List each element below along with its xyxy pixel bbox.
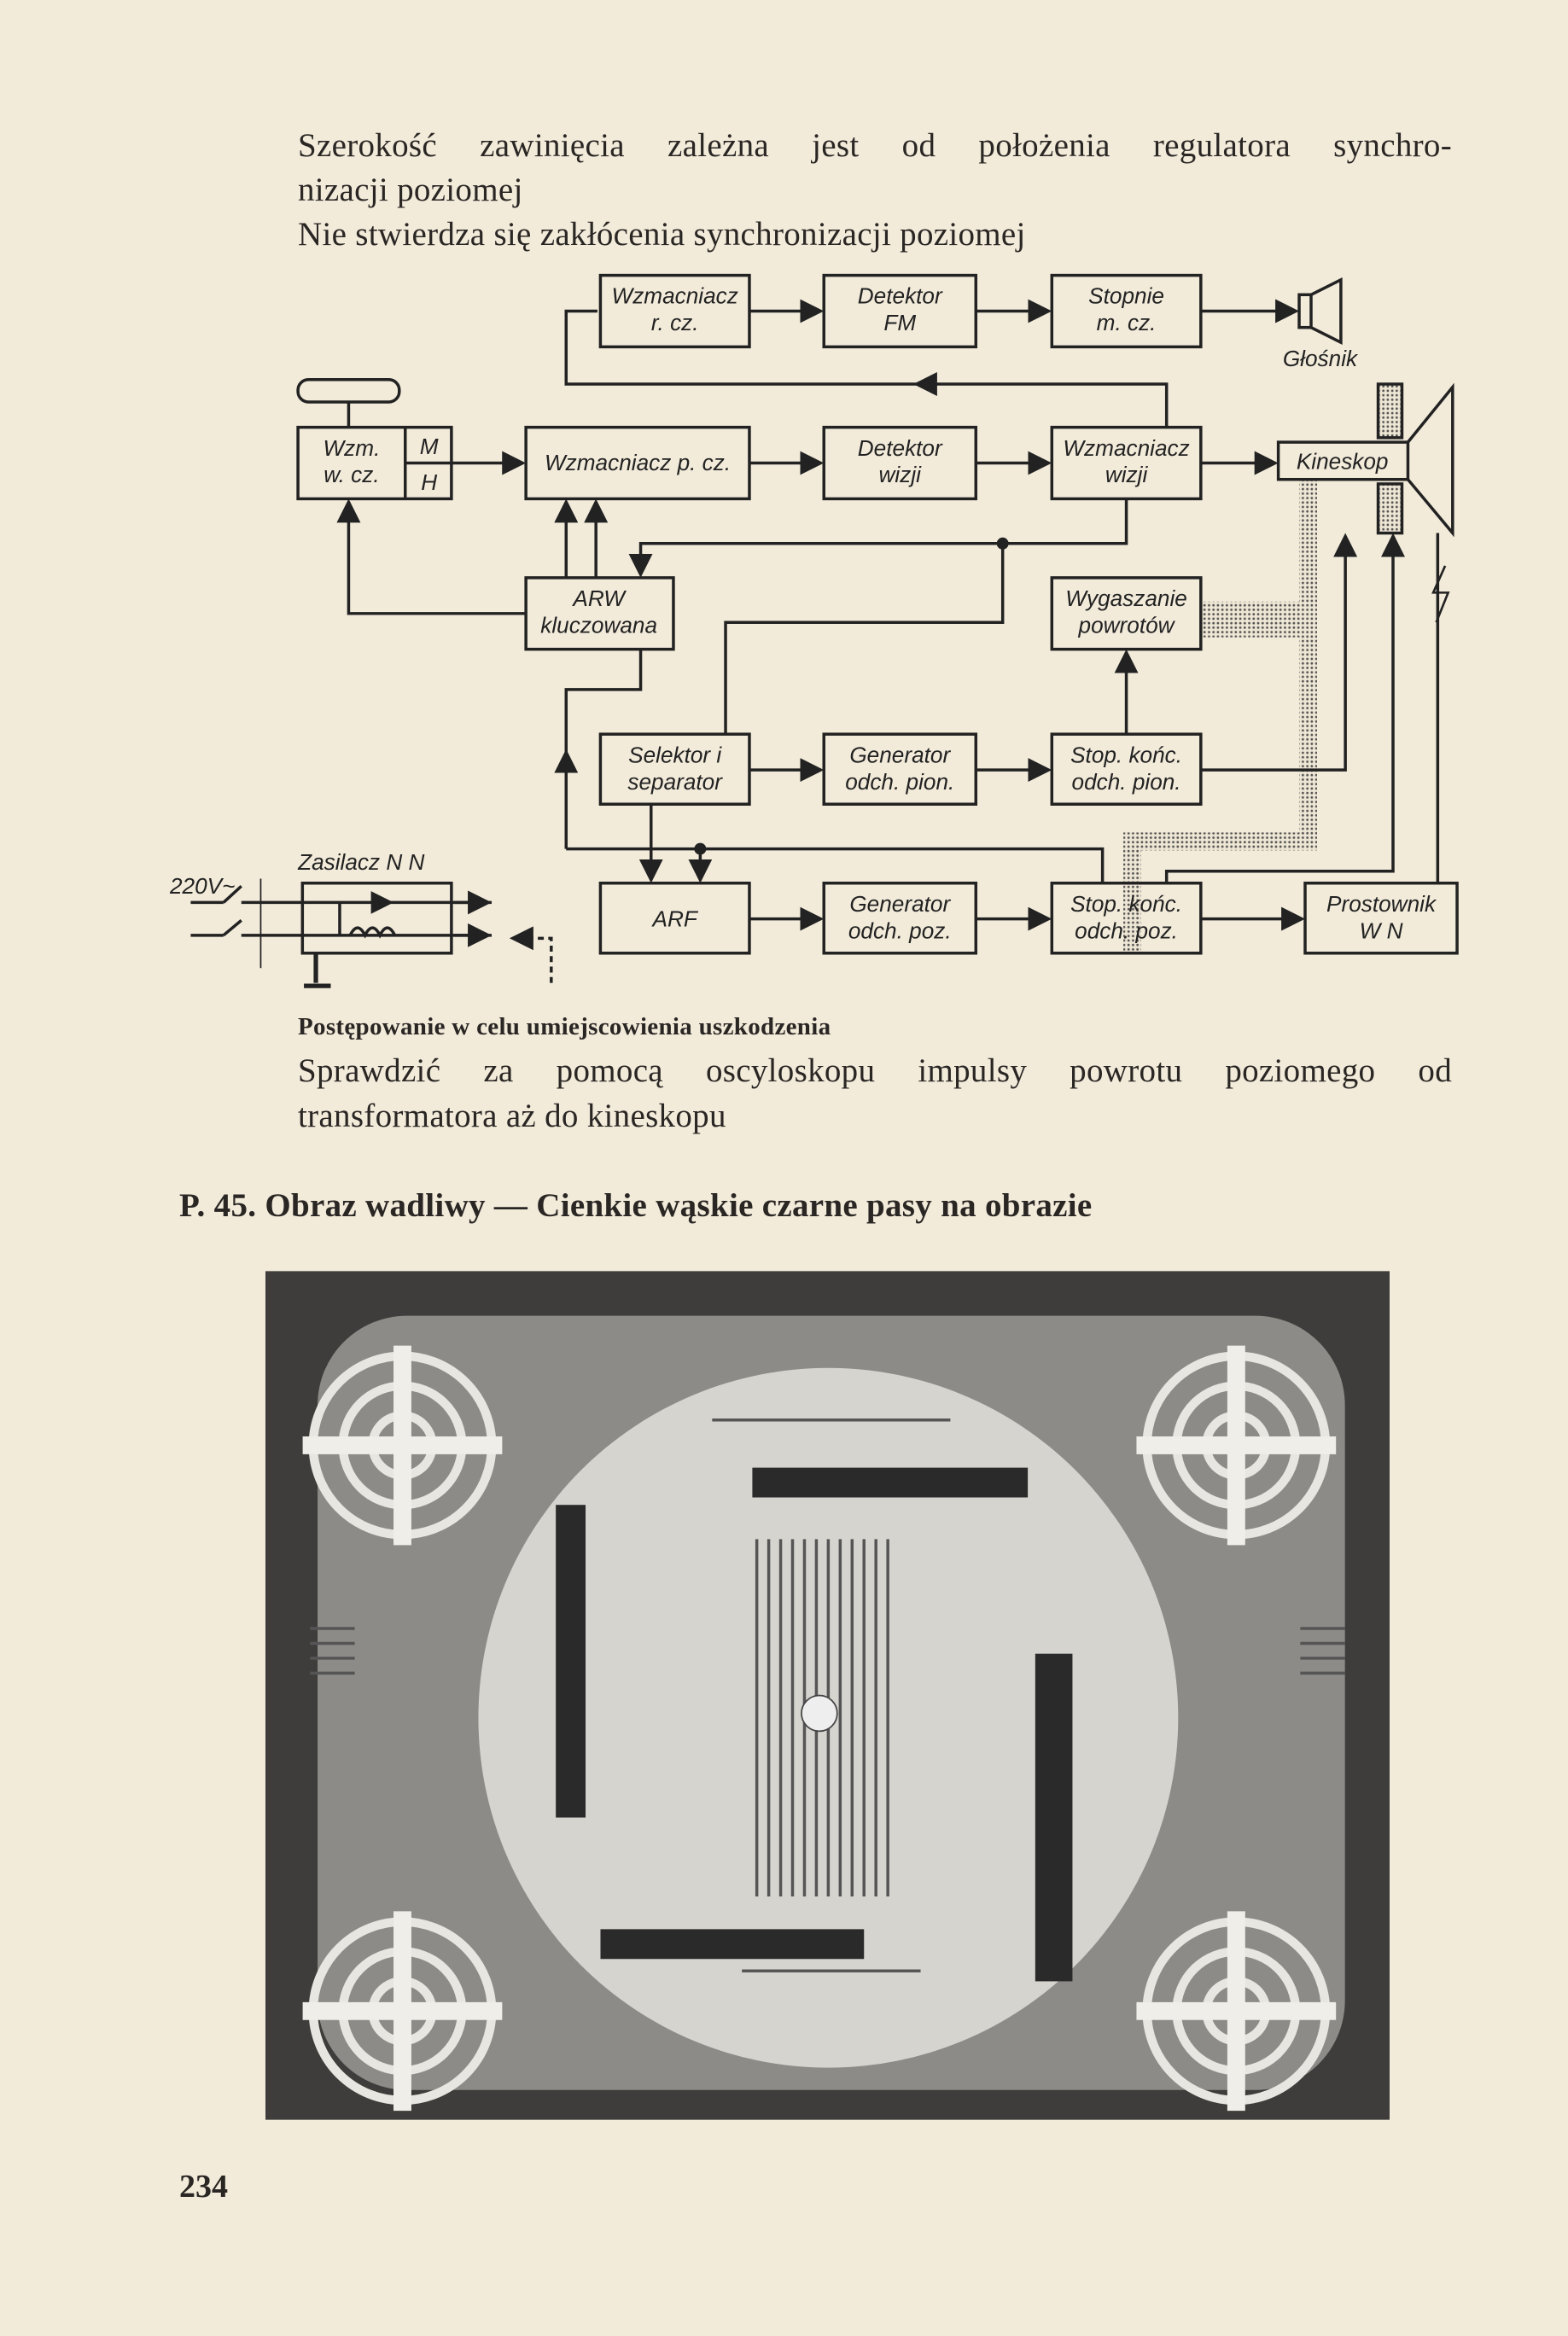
label-wzm-pcz: Wzmacniacz p. cz. [545, 450, 731, 475]
label-stopnie-2: m. cz. [1097, 310, 1157, 335]
label-wzm-wcz-2: w. cz. [324, 462, 379, 487]
label-kineskop: Kineskop [1297, 449, 1389, 475]
tv-block-diagram: Wzmacniacz r. cz. Detektor FM Stopnie m.… [169, 273, 1459, 988]
label-h: H [421, 469, 437, 495]
label-wzm-wizji-1: Wzmacniacz [1063, 435, 1189, 461]
label-wygaszanie-2: powrotów [1078, 613, 1176, 638]
label-220v: 220V~ [169, 873, 235, 899]
procedure-line-1: Sprawdzić za pomocą oscyloskopu impulsy … [298, 1052, 1452, 1089]
test-card-photo [265, 1271, 1390, 2120]
label-wygaszanie-1: Wygaszanie [1065, 585, 1187, 611]
label-gen-pion-1: Generator [849, 742, 951, 767]
intro-line-2: nizacji poziomej [298, 172, 523, 208]
label-det-wizji-2: wizji [879, 462, 923, 487]
label-stop-poz-1: Stop. końc. [1070, 891, 1182, 917]
intro-line-3: Nie stwierdza się zakłócenia synchroniza… [298, 216, 1026, 253]
label-wzm-wcz-1: Wzm. [323, 435, 380, 461]
label-stopnie-1: Stopnie [1088, 283, 1164, 309]
label-m: M [420, 434, 439, 459]
label-glosnik: Głośnik [1283, 346, 1359, 371]
label-wzm-wizji-2: wizji [1105, 462, 1149, 487]
label-prostownik-1: Prostownik [1326, 891, 1437, 917]
label-stop-pion-2: odch. pion. [1072, 769, 1181, 795]
label-gen-poz-2: odch. poz. [848, 918, 952, 943]
section-title: P. 45. Obraz wadliwy — Cienkie wąskie cz… [179, 1187, 1093, 1224]
label-arw-2: kluczowana [540, 613, 657, 638]
label-prostownik-2: W N [1360, 918, 1403, 943]
label-wzm-rcz-2: r. cz. [651, 310, 699, 335]
procedure-heading: Postępowanie w celu umiejscowienia uszko… [298, 1013, 831, 1040]
label-arf: ARF [651, 906, 699, 931]
label-stop-pion-1: Stop. końc. [1070, 742, 1182, 767]
label-arw-1: ARW [571, 585, 627, 611]
intro-line-1: Szerokość zawinięcia zależna jest od poł… [298, 127, 1452, 164]
label-det-wizji-1: Detektor [858, 435, 943, 461]
label-zasilacz: Zasilacz N N [297, 849, 424, 875]
label-selektor-1: Selektor i [628, 742, 722, 767]
label-stop-poz-2: odch. poz. [1075, 918, 1178, 943]
page-number: 234 [179, 2169, 228, 2205]
label-wzm-rcz-1: Wzmacniacz [612, 283, 738, 309]
procedure-line-2: transformatora aż do kineskopu [298, 1098, 726, 1134]
label-det-fm-1: Detektor [858, 283, 943, 309]
label-det-fm-2: FM [883, 310, 916, 335]
label-selektor-2: separator [627, 769, 723, 795]
label-gen-pion-2: odch. pion. [845, 769, 954, 795]
label-gen-poz-1: Generator [849, 891, 951, 917]
